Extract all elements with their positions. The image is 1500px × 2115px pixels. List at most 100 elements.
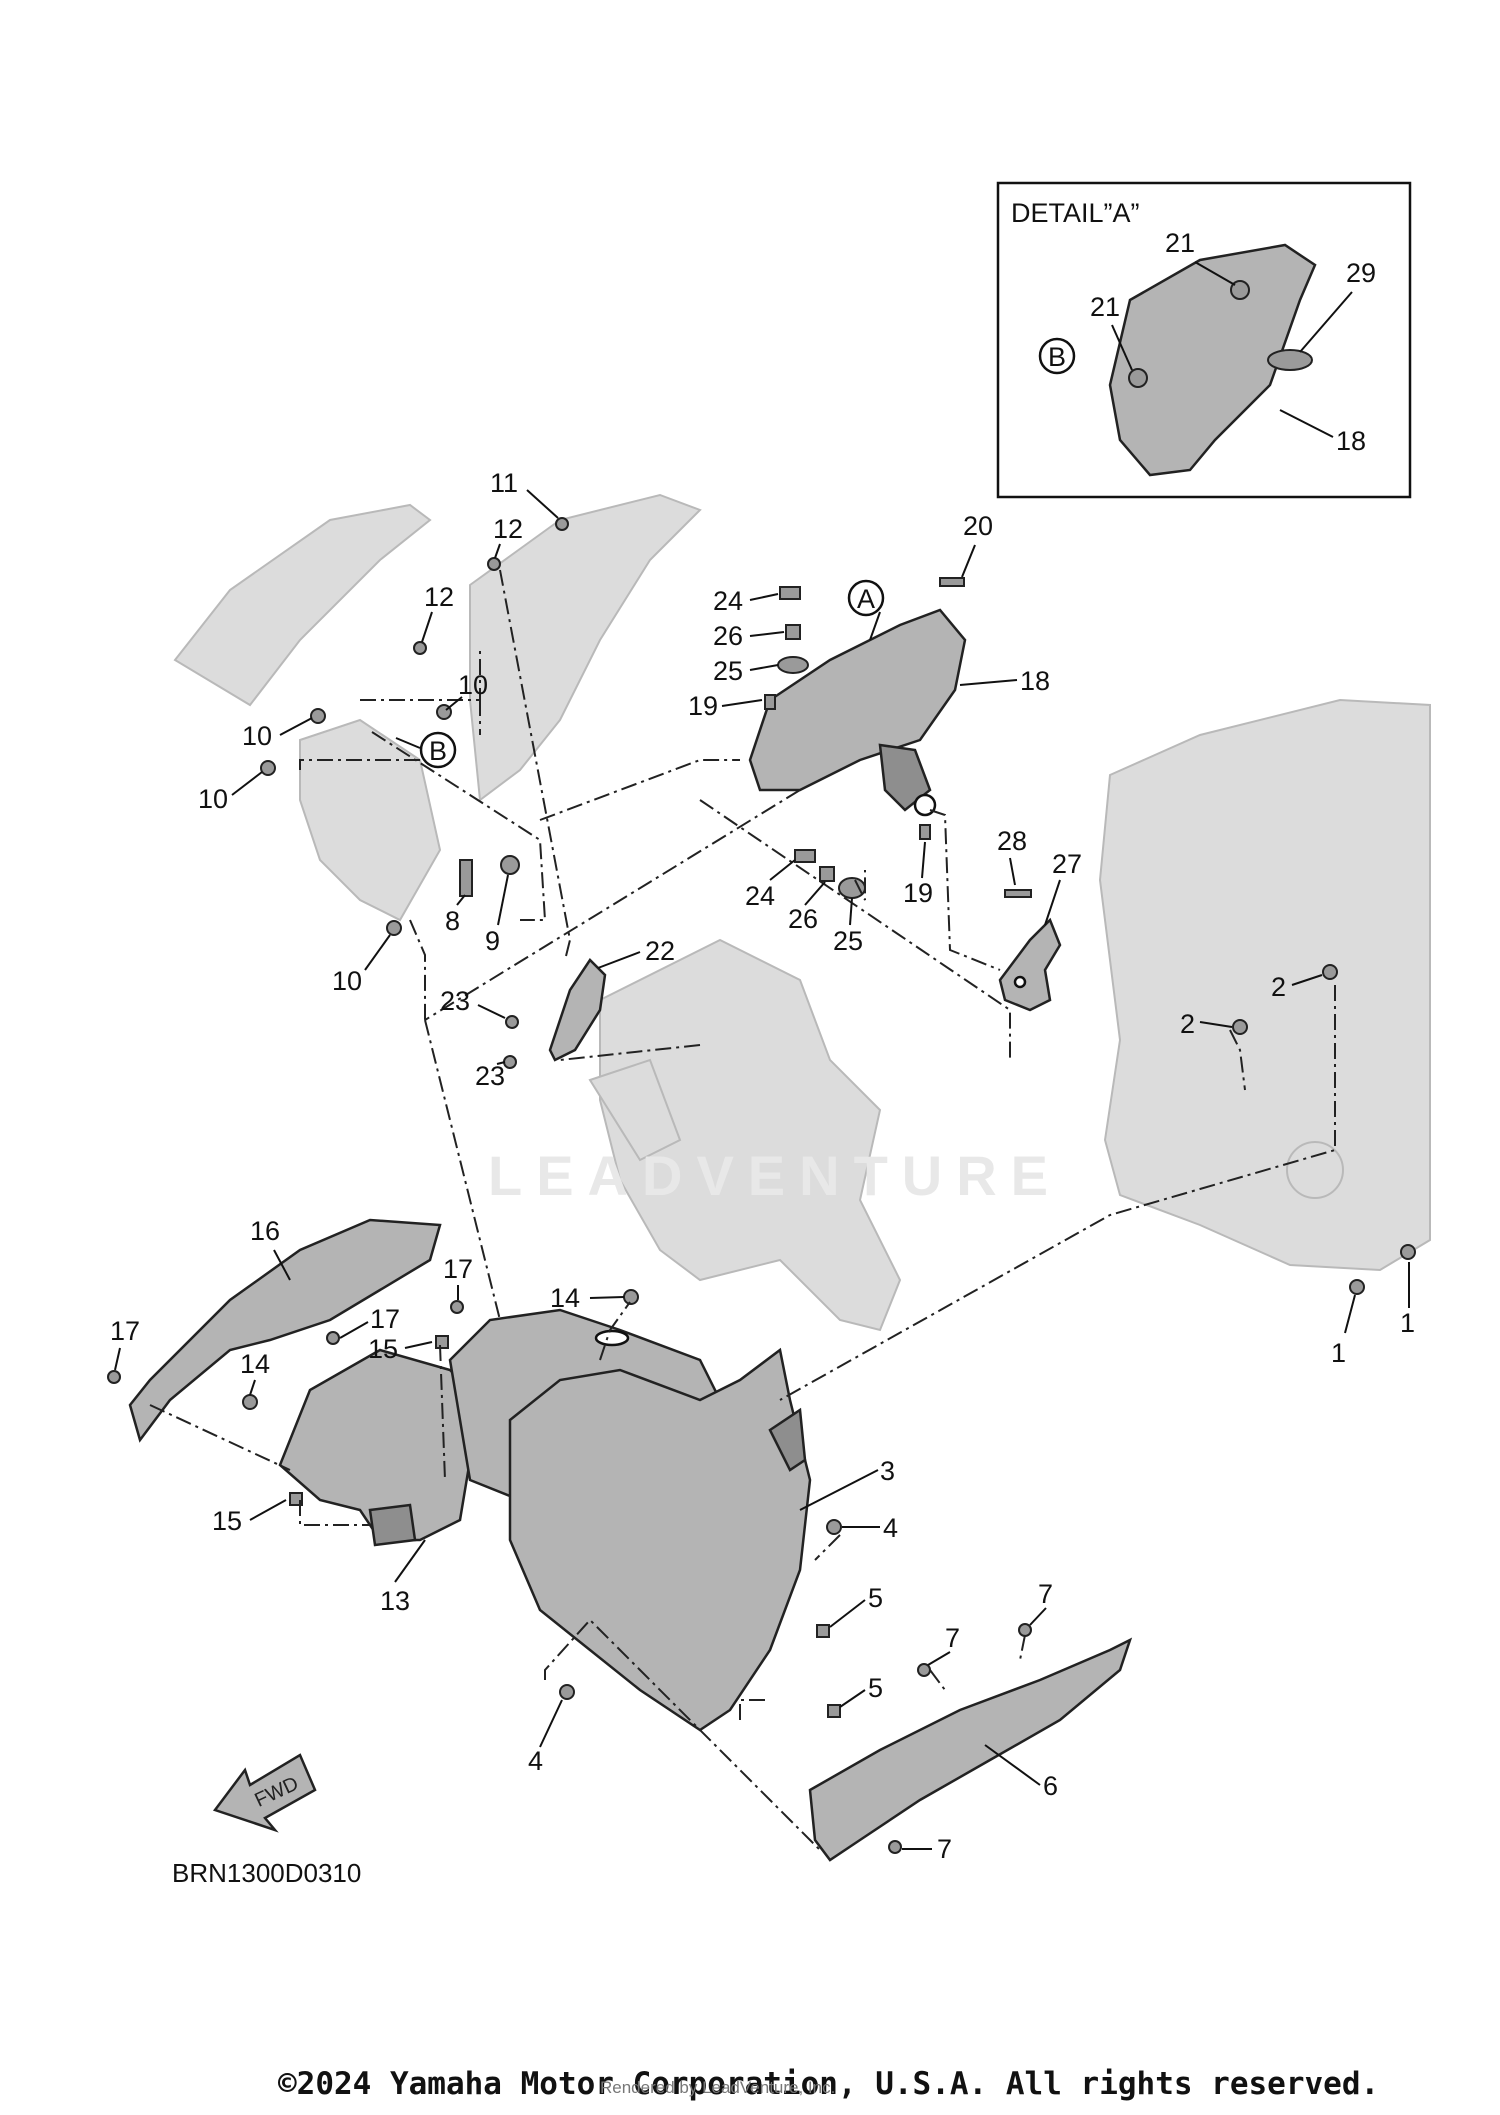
callout-1-left: 1 bbox=[1331, 1338, 1346, 1368]
ref-b-circle-main bbox=[419, 731, 457, 769]
ref-b-label-main: B bbox=[429, 736, 447, 766]
screw-14-left-icon bbox=[242, 1394, 258, 1410]
rendered-by-notice: Rendered by LeadVenture, Inc. bbox=[600, 2078, 836, 2097]
screw-23-b-icon bbox=[503, 1055, 517, 1069]
callout-5-upper: 5 bbox=[868, 1583, 883, 1613]
screw-7-lower-icon bbox=[888, 1840, 902, 1854]
grommet-10-b-icon bbox=[310, 708, 326, 724]
ref-a-label: A bbox=[857, 584, 875, 614]
callout-15-upper: 15 bbox=[368, 1334, 398, 1364]
callout-15-lower: 15 bbox=[212, 1506, 242, 1536]
callout-4-lower: 4 bbox=[528, 1746, 543, 1776]
screw-7-right-icon bbox=[1018, 1623, 1032, 1637]
callouts: 1 1 2 2 3 4 4 5 5 6 7 7 7 8 9 10 10 10 bbox=[110, 468, 1415, 1864]
callout-18: 18 bbox=[1020, 666, 1050, 696]
cover-6 bbox=[808, 1637, 1133, 1862]
ref-b-label-detail: B bbox=[1048, 342, 1066, 372]
assembly-lines bbox=[149, 569, 1336, 1851]
screw-14-center-icon bbox=[623, 1289, 639, 1305]
callout-20: 20 bbox=[963, 511, 993, 541]
callout-7-mid: 7 bbox=[945, 1623, 960, 1653]
washer-26-upper-icon bbox=[785, 624, 801, 640]
callout-7-lower: 7 bbox=[937, 1834, 952, 1864]
damper-25-lower-icon bbox=[838, 877, 866, 899]
callout-17-left: 17 bbox=[110, 1316, 140, 1346]
callout-14-left: 14 bbox=[240, 1349, 270, 1379]
damper-25-upper-icon bbox=[777, 656, 809, 674]
callout-5-lower: 5 bbox=[868, 1673, 883, 1703]
callout-10-d: 10 bbox=[332, 966, 362, 996]
ghost-side-cowl bbox=[1098, 698, 1431, 1272]
screw-9-icon bbox=[500, 855, 520, 875]
callout-17-mid: 17 bbox=[370, 1304, 400, 1334]
callout-3: 3 bbox=[880, 1456, 895, 1486]
screw-17-mid-icon bbox=[326, 1331, 340, 1345]
callout-13: 13 bbox=[380, 1586, 410, 1616]
screw-17-right-icon bbox=[450, 1300, 464, 1314]
fasteners-upper bbox=[260, 517, 1032, 936]
callout-28: 28 bbox=[997, 826, 1027, 856]
main-bracket-18: A bbox=[748, 579, 967, 817]
callout-1-right: 1 bbox=[1400, 1308, 1415, 1338]
callout-21-lower: 21 bbox=[1090, 292, 1120, 322]
callout-4-upper: 4 bbox=[883, 1513, 898, 1543]
callout-21-upper: 21 bbox=[1165, 228, 1195, 258]
callout-10-c: 10 bbox=[198, 784, 228, 814]
clip-15-upper-icon bbox=[435, 1335, 449, 1349]
callout-12-b: 12 bbox=[424, 582, 454, 612]
rivet-11-icon bbox=[555, 517, 569, 531]
screw-23-a-icon bbox=[505, 1015, 519, 1029]
copyright-notice: ©2024 Yamaha Motor Corporation, U.S.A. A… bbox=[278, 2066, 1380, 2102]
screw-7-mid-icon bbox=[917, 1663, 931, 1677]
callout-22: 22 bbox=[645, 936, 675, 966]
bolt-28-icon bbox=[1004, 889, 1032, 898]
bolt-24-lower-icon bbox=[794, 849, 816, 863]
bolt-24-upper-icon bbox=[779, 586, 801, 600]
callout-8: 8 bbox=[445, 906, 460, 936]
callout-23-b: 23 bbox=[475, 1061, 505, 1091]
callout-16: 16 bbox=[250, 1216, 280, 1246]
rivet-12-b-icon bbox=[413, 641, 427, 655]
callout-2-upper: 2 bbox=[1271, 972, 1286, 1002]
callout-12-a: 12 bbox=[493, 514, 523, 544]
bracket-22 bbox=[503, 958, 607, 1069]
callout-2-lower: 2 bbox=[1180, 1009, 1195, 1039]
callout-11: 11 bbox=[490, 468, 518, 498]
callout-23-a: 23 bbox=[440, 986, 470, 1016]
bolt-1-right-icon bbox=[1400, 1244, 1416, 1260]
diagram-code: BRN1300D0310 bbox=[172, 1858, 362, 1888]
watermark: LEADVENTURE bbox=[488, 1144, 1062, 1207]
callout-24-upper: 24 bbox=[713, 586, 743, 616]
clip-19-upper-icon bbox=[764, 694, 776, 710]
callout-18-detail: 18 bbox=[1336, 426, 1366, 456]
clip-19-lower-icon bbox=[919, 824, 931, 840]
grommet-10-d-icon bbox=[386, 920, 402, 936]
nut-2-upper-icon bbox=[1322, 964, 1338, 980]
callout-26-lower: 26 bbox=[788, 904, 818, 934]
bolt-20-icon bbox=[939, 577, 965, 587]
fwd-arrow-icon: FWD bbox=[212, 1753, 317, 1833]
callout-6: 6 bbox=[1043, 1771, 1058, 1801]
panel-3 bbox=[508, 1347, 812, 1732]
callout-29: 29 bbox=[1346, 258, 1376, 288]
bolt-8-icon bbox=[459, 859, 473, 897]
ref-a-circle bbox=[847, 579, 885, 617]
grommet-10-c-icon bbox=[260, 760, 276, 776]
nut-21-lower-icon bbox=[1128, 368, 1148, 388]
nut-21-upper-icon bbox=[1230, 280, 1250, 300]
callout-26-upper: 26 bbox=[713, 621, 743, 651]
callout-19-upper: 19 bbox=[688, 691, 718, 721]
callout-10-a: 10 bbox=[458, 670, 488, 700]
callout-25-lower: 25 bbox=[833, 926, 863, 956]
nut-2-lower-icon bbox=[1232, 1019, 1248, 1035]
fasteners-lower bbox=[107, 964, 1416, 1854]
callout-25-upper: 25 bbox=[713, 656, 743, 686]
detail-a-box: DETAIL”A” B 21 21 29 18 bbox=[996, 181, 1412, 499]
callout-14-center: 14 bbox=[550, 1283, 580, 1313]
callout-17-right: 17 bbox=[443, 1254, 473, 1284]
callout-10-b: 10 bbox=[242, 721, 272, 751]
cover-16 bbox=[128, 1218, 442, 1443]
clip-5-lower-icon bbox=[827, 1704, 841, 1718]
grommet-29-icon bbox=[1267, 349, 1313, 371]
